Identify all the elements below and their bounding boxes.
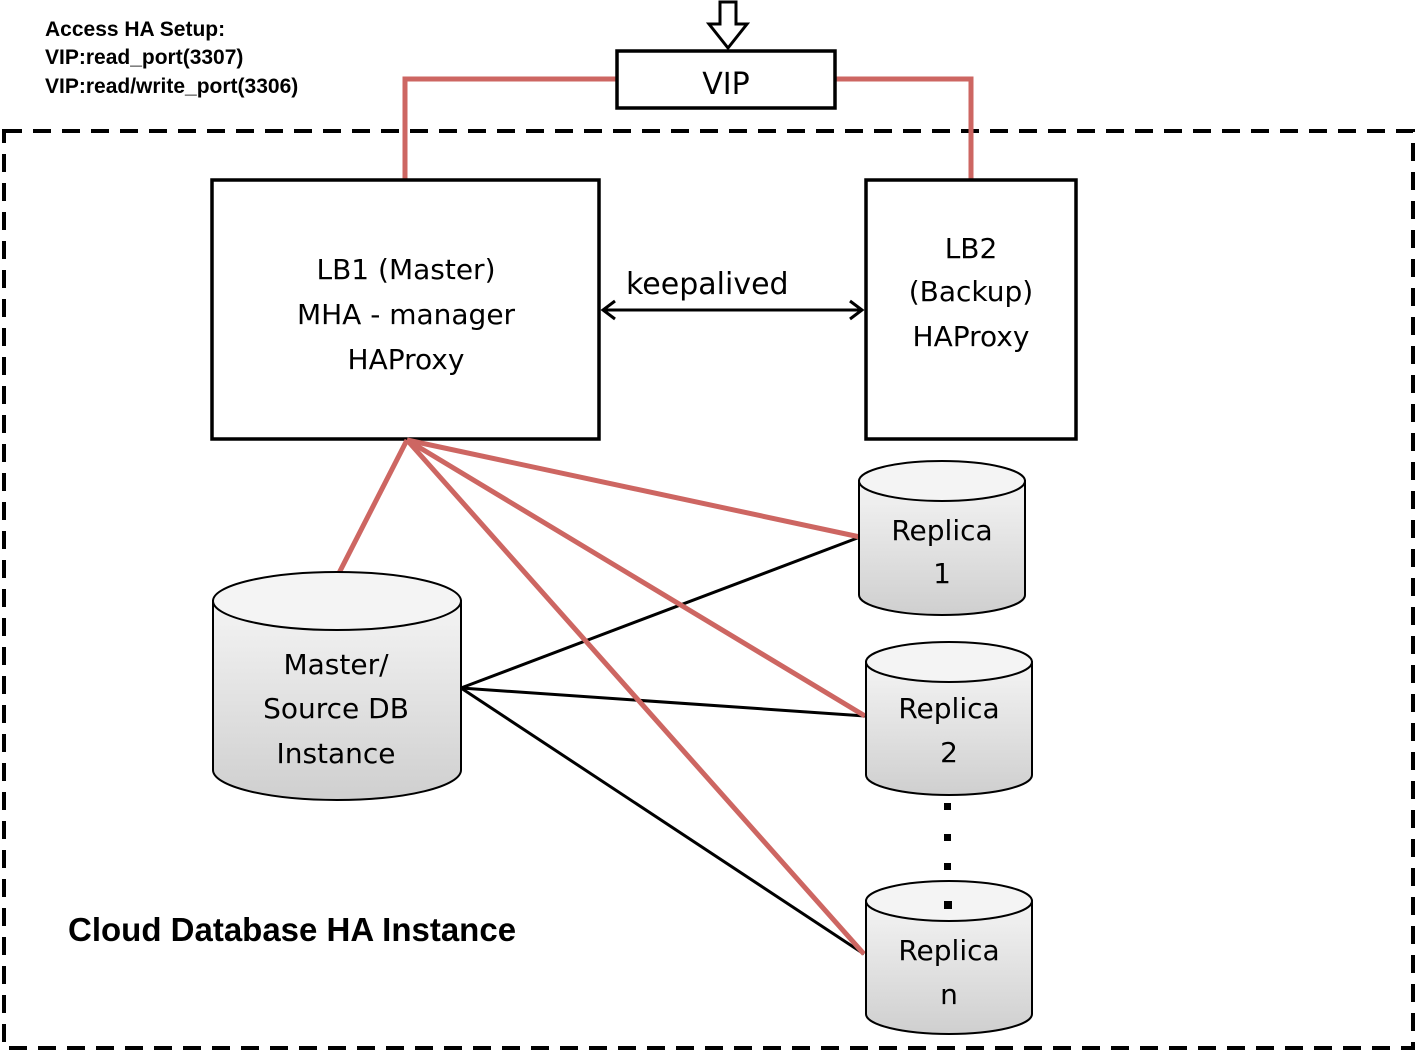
read-port-line: VIP:read_port(3307): [45, 46, 243, 69]
lb1-manager: MHA - manager: [297, 298, 516, 331]
replica-1-cylinder[interactable]: Replica 1: [858, 460, 1026, 616]
keepalived-link: keepalived: [600, 267, 865, 321]
vip-box[interactable]: VIP: [615, 49, 837, 110]
arrowhead-left-icon: [600, 299, 616, 321]
access-setup-title: Access HA Setup:: [45, 18, 225, 41]
replication-link-1: [460, 535, 861, 690]
ha-instance-label: Cloud Database HA Instance: [68, 911, 516, 948]
lb1-haproxy: HAProxy: [348, 343, 465, 376]
master-db-line-2: Source DB: [263, 692, 409, 725]
replica-2-index: 2: [940, 736, 958, 769]
lb2-title: LB2: [945, 232, 998, 265]
lb1-master-box[interactable]: LB1 (Master) MHA - manager HAProxy: [210, 178, 601, 441]
read-write-port-line: VIP:read/write_port(3306): [45, 75, 298, 98]
keepalived-label: keepalived: [626, 267, 789, 302]
lb1-title: LB1 (Master): [317, 253, 496, 286]
lb2-haproxy: HAProxy: [913, 320, 1030, 353]
replication-link-2: [460, 686, 866, 718]
replica-2-label: Replica: [898, 692, 999, 725]
access-setup-note: Access HA Setup: VIP:read_port(3307) VIP…: [45, 18, 298, 98]
lb1-to-replica-2-link: [405, 437, 867, 719]
replica-1-index: 1: [933, 557, 951, 590]
lb2-role: (Backup): [909, 275, 1033, 308]
vip-to-lb2-link: [836, 76, 974, 181]
replica-n-index: n: [940, 978, 958, 1011]
lb2-backup-box[interactable]: LB2 (Backup) HAProxy: [864, 178, 1078, 441]
replica-1-label: Replica: [891, 514, 992, 547]
lb1-to-master-link: [335, 438, 410, 577]
master-db-cylinder[interactable]: Master/ Source DB Instance: [212, 571, 462, 801]
replica-n-label: Replica: [898, 934, 999, 967]
arrowhead-right-icon: [849, 299, 865, 321]
vip-label: VIP: [702, 67, 749, 102]
lb1-to-replica-n-link: [405, 438, 866, 956]
more-replicas-ellipsis-icon: [944, 803, 952, 909]
ha-instance-boundary: [2, 129, 1415, 1050]
vip-to-lb1-link: [402, 76, 617, 181]
replication-link-n: [460, 686, 865, 956]
master-db-line-3: Instance: [276, 737, 395, 770]
master-db-line-1: Master/: [283, 648, 389, 681]
replica-2-cylinder[interactable]: Replica 2: [865, 641, 1033, 796]
lb1-to-replica-1-link: [406, 437, 861, 540]
incoming-traffic-arrow-icon: [705, 0, 751, 51]
replica-n-cylinder[interactable]: Replica n: [865, 880, 1033, 1035]
